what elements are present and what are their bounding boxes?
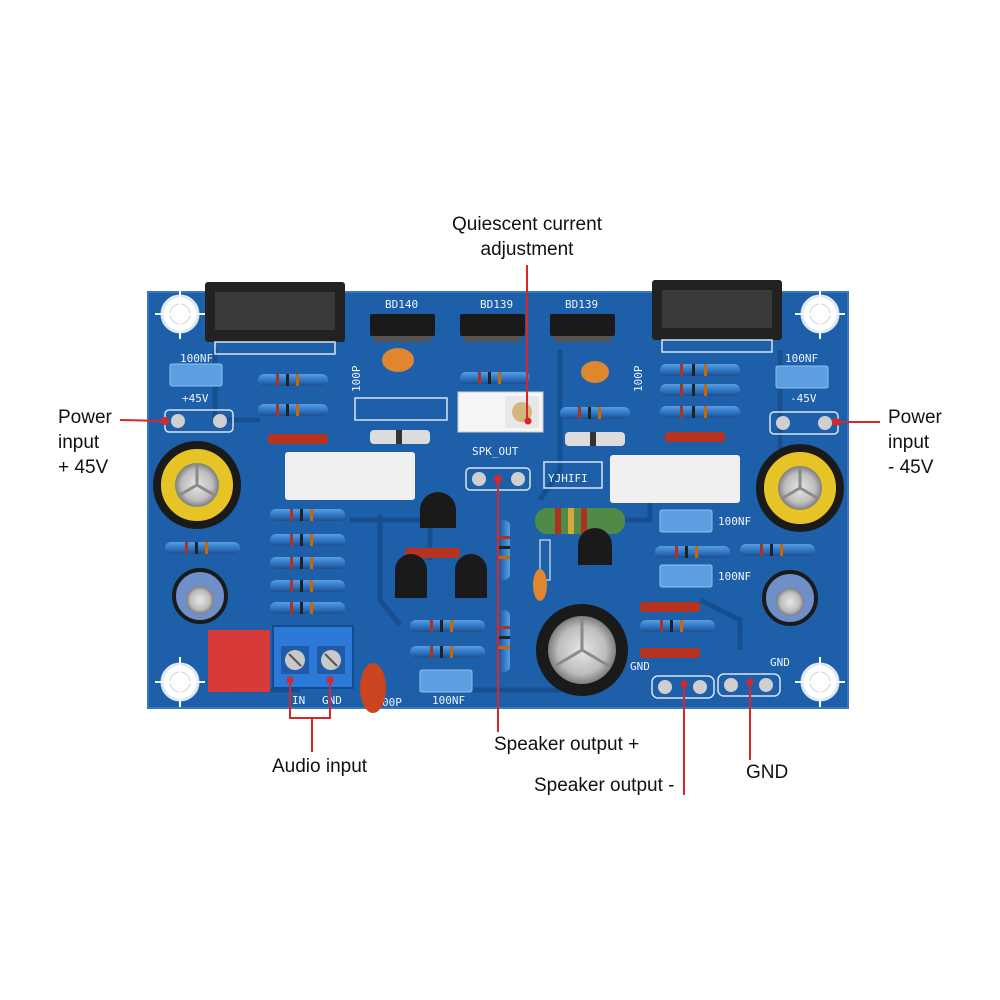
callout-power-right-line2: input <box>888 432 930 453</box>
label-bd140: BD140 <box>385 298 418 311</box>
callout-quiescent-line1: Quiescent current <box>452 214 602 235</box>
callout-power-right: Power input - 45V <box>888 405 942 480</box>
power-terminal-left <box>161 409 234 433</box>
leader-power-left <box>119 419 166 422</box>
callout-gnd: GND <box>746 762 789 783</box>
speaker-minus-terminal <box>651 675 715 699</box>
leader-audio-input <box>289 680 331 752</box>
label-yjhifi: YJHIFI <box>548 472 588 485</box>
label-100p-b: 100P <box>632 365 645 392</box>
driver-transistor-bd139-b <box>550 314 615 342</box>
resistors <box>165 364 815 672</box>
label-100nf-mr1: 100NF <box>718 515 751 528</box>
wima-cap <box>208 630 270 692</box>
cement-resistor-right <box>610 455 740 503</box>
label-minus45: -45V <box>790 392 817 405</box>
diodes <box>268 430 725 658</box>
label-bd139-a: BD139 <box>480 298 513 311</box>
ceramic-cap-d <box>360 663 386 713</box>
mounting-hole-br <box>795 657 845 707</box>
label-gnd-bottom-left: GND <box>630 660 650 673</box>
callout-power-left-line3: + 45V <box>58 457 109 478</box>
ceramic-cap-a <box>382 348 414 372</box>
film-cap-tl <box>169 363 223 387</box>
callout-power-left: Power input + 45V <box>58 405 112 480</box>
label-100nf-tr: 100NF <box>785 352 818 365</box>
mounting-hole-tl <box>155 289 205 339</box>
small-cap-right <box>762 570 818 626</box>
film-cap-tr <box>775 365 829 389</box>
callout-speaker-minus: Speaker output - <box>534 775 675 796</box>
power-transistor-left <box>205 282 345 355</box>
callout-power-right-line1: Power <box>888 407 942 428</box>
label-plus45: +45V <box>182 392 209 405</box>
callout-quiescent: Quiescent current adjustment <box>432 212 622 262</box>
power-transistor-right <box>652 280 782 353</box>
label-spk-out: SPK_OUT <box>472 445 519 458</box>
mounting-hole-bl <box>155 657 205 707</box>
label-100nf-tl: 100NF <box>180 352 213 365</box>
mounting-hole-tr <box>795 289 845 339</box>
callout-quiescent-line2: adjustment <box>480 239 574 260</box>
film-cap-mr1 <box>659 509 713 533</box>
label-gnd-terminal: GND <box>322 694 342 707</box>
audio-input-terminal <box>272 625 354 689</box>
callout-power-right-line3: - 45V <box>888 457 934 478</box>
film-cap-mr2 <box>659 564 713 588</box>
driver-transistor-bd140 <box>370 314 435 342</box>
film-cap-bottom <box>419 669 473 693</box>
leader-lines <box>119 265 880 795</box>
label-bd139-b: BD139 <box>565 298 598 311</box>
driver-transistor-bd139-a <box>460 314 525 342</box>
label-in: IN <box>292 694 305 707</box>
trimmer-pot <box>457 391 544 433</box>
small-transistors <box>395 492 612 598</box>
electrolytic-cap-left <box>153 441 241 529</box>
callout-speaker-plus: Speaker output + <box>494 734 640 755</box>
label-gnd-bottom-right: GND <box>770 656 790 669</box>
label-100p-a: 100P <box>350 365 363 392</box>
large-electrolytic-cap <box>536 604 628 696</box>
callout-power-left-line1: Power <box>58 407 112 428</box>
wirewound-resistor <box>535 508 625 534</box>
label-100nf-mr2: 100NF <box>718 570 751 583</box>
label-100nf-bottom: 100NF <box>432 694 465 707</box>
ceramic-cap-c <box>533 569 547 601</box>
cement-resistor-left <box>285 452 415 500</box>
ceramic-cap-b <box>581 361 609 383</box>
electrolytic-cap-right <box>756 444 844 532</box>
label-100p-bottom: 00P <box>382 696 402 709</box>
callout-power-left-line2: input <box>58 432 100 453</box>
small-cap-left <box>172 568 228 624</box>
gnd-terminal <box>717 673 781 697</box>
callout-audio-input: Audio input <box>272 756 368 777</box>
